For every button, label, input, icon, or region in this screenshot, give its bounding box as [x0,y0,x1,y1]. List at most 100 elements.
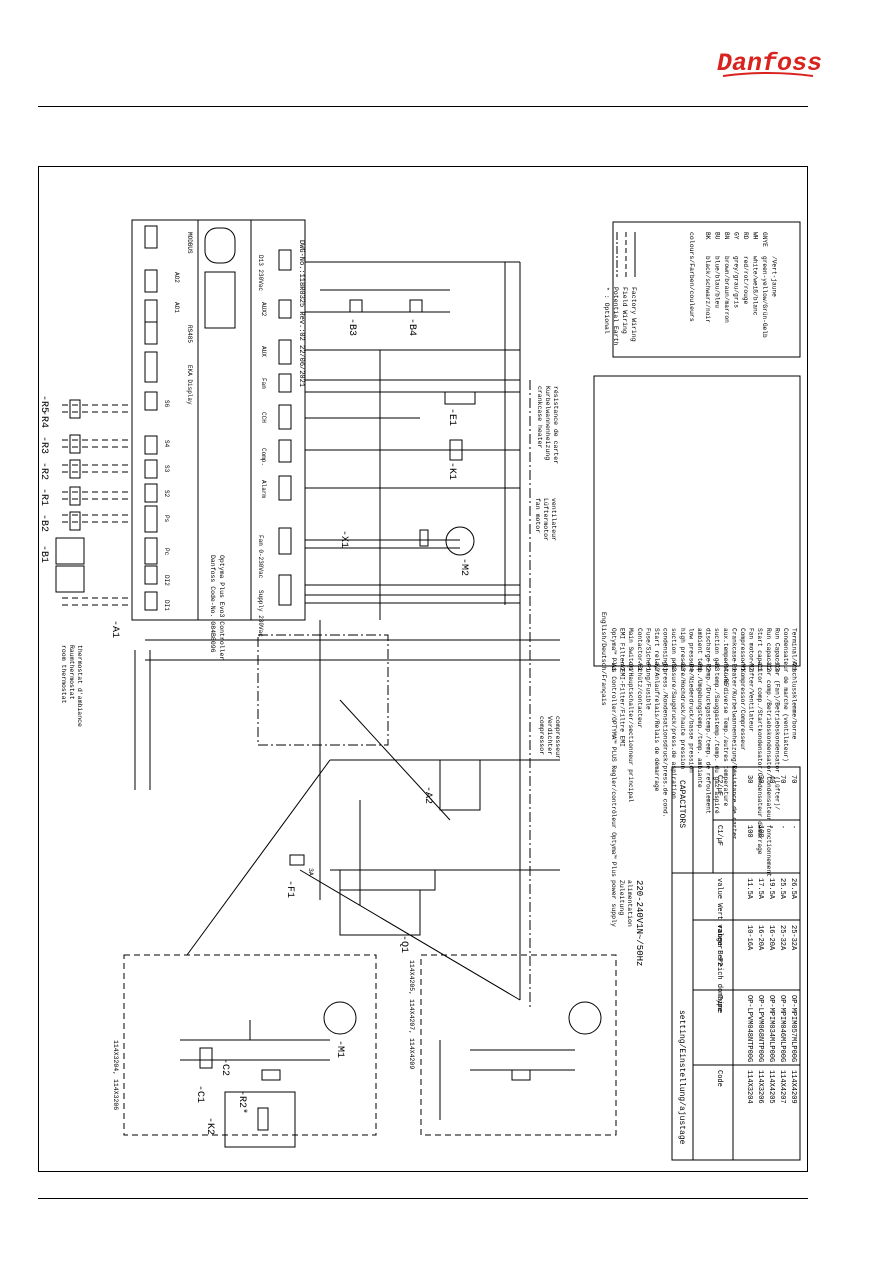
notes: room thermostat Raumthermostat thermosta… [60,386,644,1110]
input-terminals [144,225,158,611]
table-cell: 25-32A [778,925,786,951]
svg-text:Kurbelwannenheizung: Kurbelwannenheizung [544,386,551,460]
svg-text:Ps: Ps [163,515,170,523]
legend-description: aux.temperature/diverse Temp./autres tem… [722,628,729,807]
table-cell: 17.5A [756,878,764,900]
svg-text:DI2: DI2 [163,575,170,586]
danfoss-logo: Danfoss [717,49,822,78]
colour-code: BN [723,232,730,240]
legend-description: low pressure/Niederdruck/basse pression [687,628,694,773]
table-cell: 10-16A [745,925,753,951]
legend-description: Crankcase heater/Kurbelwannenheizung/Rés… [730,628,737,840]
key-field: Field Wiring [621,287,628,334]
controller-line2: Danfoss Code-No. 084B8096 [209,555,216,653]
legend-description: Condensateur de marche (ventilateur) [782,628,789,762]
aux2-label: AUX2 [260,302,267,317]
legend-designator: -K1 [636,660,643,671]
svg-text:-A2: -A2 [422,786,433,804]
legend-designator: -B4 [687,660,694,671]
capacitors-title: CAPACITORS [677,780,686,828]
colour-code: WH [752,232,759,240]
legend-designator: -X1 [791,660,798,671]
svg-text:220-240V1N~/50Hz: 220-240V1N~/50Hz [634,880,644,966]
controller-output-strip [250,219,306,621]
svg-text:Pc: Pc [163,548,170,556]
table-cell: 25.5A [778,878,786,900]
legend-designator: -Q1 [627,660,634,671]
legend-description: Terminal/Anschlussklemme/borne [791,628,798,740]
legend-description: condensing press./Kondensationsdruck/pre… [662,628,669,817]
ao1-label: AO1 [173,302,180,313]
svg-text:-E1: -E1 [446,408,457,426]
svg-text:fan motor: fan motor [534,498,541,533]
legend-designator: -A2 [619,660,626,671]
table-cell: 26.5A [789,878,797,900]
aux-label: AUX [260,346,267,357]
svg-text:-Q1: -Q1 [398,935,409,953]
colour-code: GY [733,232,740,240]
colour-name: red/rot/rouge [742,256,749,305]
svg-text:-C1: -C1 [194,1085,205,1103]
alarm-label: Alarm [260,480,267,498]
svg-text:Lüftermotor: Lüftermotor [542,498,549,541]
svg-text:compressor: compressor [538,716,545,755]
colour-name: white/weiß/blanc [752,256,759,316]
svg-text:compresseur: compresseur [554,716,561,759]
svg-text:-M2: -M2 [458,558,469,576]
legend-header: English/Deutsch/Français [600,612,607,706]
table-header: Code [715,1070,723,1087]
table-cell: 114X3204 [745,1070,753,1104]
svg-text:ventilateur: ventilateur [550,498,557,541]
controller-input-strip [131,219,199,621]
svg-text:S6: S6 [163,400,170,408]
legend-description: Main Switch/Hauptschalter/sectionneur pr… [627,628,634,803]
legend-description: suction pressure/Saugdruck/press.de aspi… [670,628,677,799]
colour-name: green-yellow/Grün-Gelb [761,256,768,338]
svg-text:-C2: -C2 [219,1058,230,1076]
table-cell: 70 [778,775,786,783]
svg-text:-R5: -R5 [38,395,49,413]
legend-description: Start capacitor comp./Startkondensator/C… [756,628,763,855]
legend-designator: -C2 [765,660,772,671]
legend-designator: -R1 [696,660,703,671]
ao2-label: AO2 [173,272,180,283]
svg-text:S2: S2 [163,490,170,498]
svg-text:-A1: -A1 [109,620,120,638]
input-labels: DI1 DI2 Pc Ps S2 S3 S4 S6 [163,400,170,611]
table-cell: 25-32A [789,925,797,951]
table-cell: 30 [756,775,764,783]
key-earth: Potential Earth [612,287,619,346]
svg-text:-R1: -R1 [38,488,49,506]
diagram-frame [38,166,808,1172]
legend-designator: -M1 [739,660,746,671]
sensor-leads [62,404,132,606]
svg-text:room thermostat: room thermostat [60,645,67,704]
table-cell: 100 [745,825,753,838]
key-factory: Factory Wiring [630,287,637,342]
legend-designator: -K2 [653,660,660,671]
legend-designator: -B2 [670,660,677,671]
table-header: range Bereich domaine [715,925,723,1013]
legend-designator: -C1 [756,660,763,671]
display-label: EKA Display [186,365,193,405]
legend-description: suction gas temp./Sauggastemp./temp. du … [713,628,720,814]
svg-text:-R3: -R3 [38,436,49,454]
svg-text:-X1: -X1 [338,530,349,548]
table-cell: 16-20A [767,925,775,951]
svg-text:thermostat d'ambiance: thermostat d'ambiance [76,645,83,727]
table-cell: - [767,825,775,829]
table-cell: 100 [756,825,764,838]
legend-description: discharge temp./Druckgastemp./temp. de r… [705,628,712,814]
svg-text:Zuleitung: Zuleitung [618,880,625,915]
legend-designator: -R4/-R5 [722,660,729,686]
table-cell: 19.5A [767,878,775,900]
colour-code: RD [742,232,749,240]
fan-out-label: Fan [260,378,267,389]
table-cell: OP-MPIM046MLP00G [778,995,786,1062]
colour-name: grey/grau/gris [733,256,740,308]
legend-description: EMI Filter/EMI-Filter/Filtre EMI [619,628,626,747]
table-cell: 30 [745,775,753,783]
table-header: C1/µF [715,825,723,846]
